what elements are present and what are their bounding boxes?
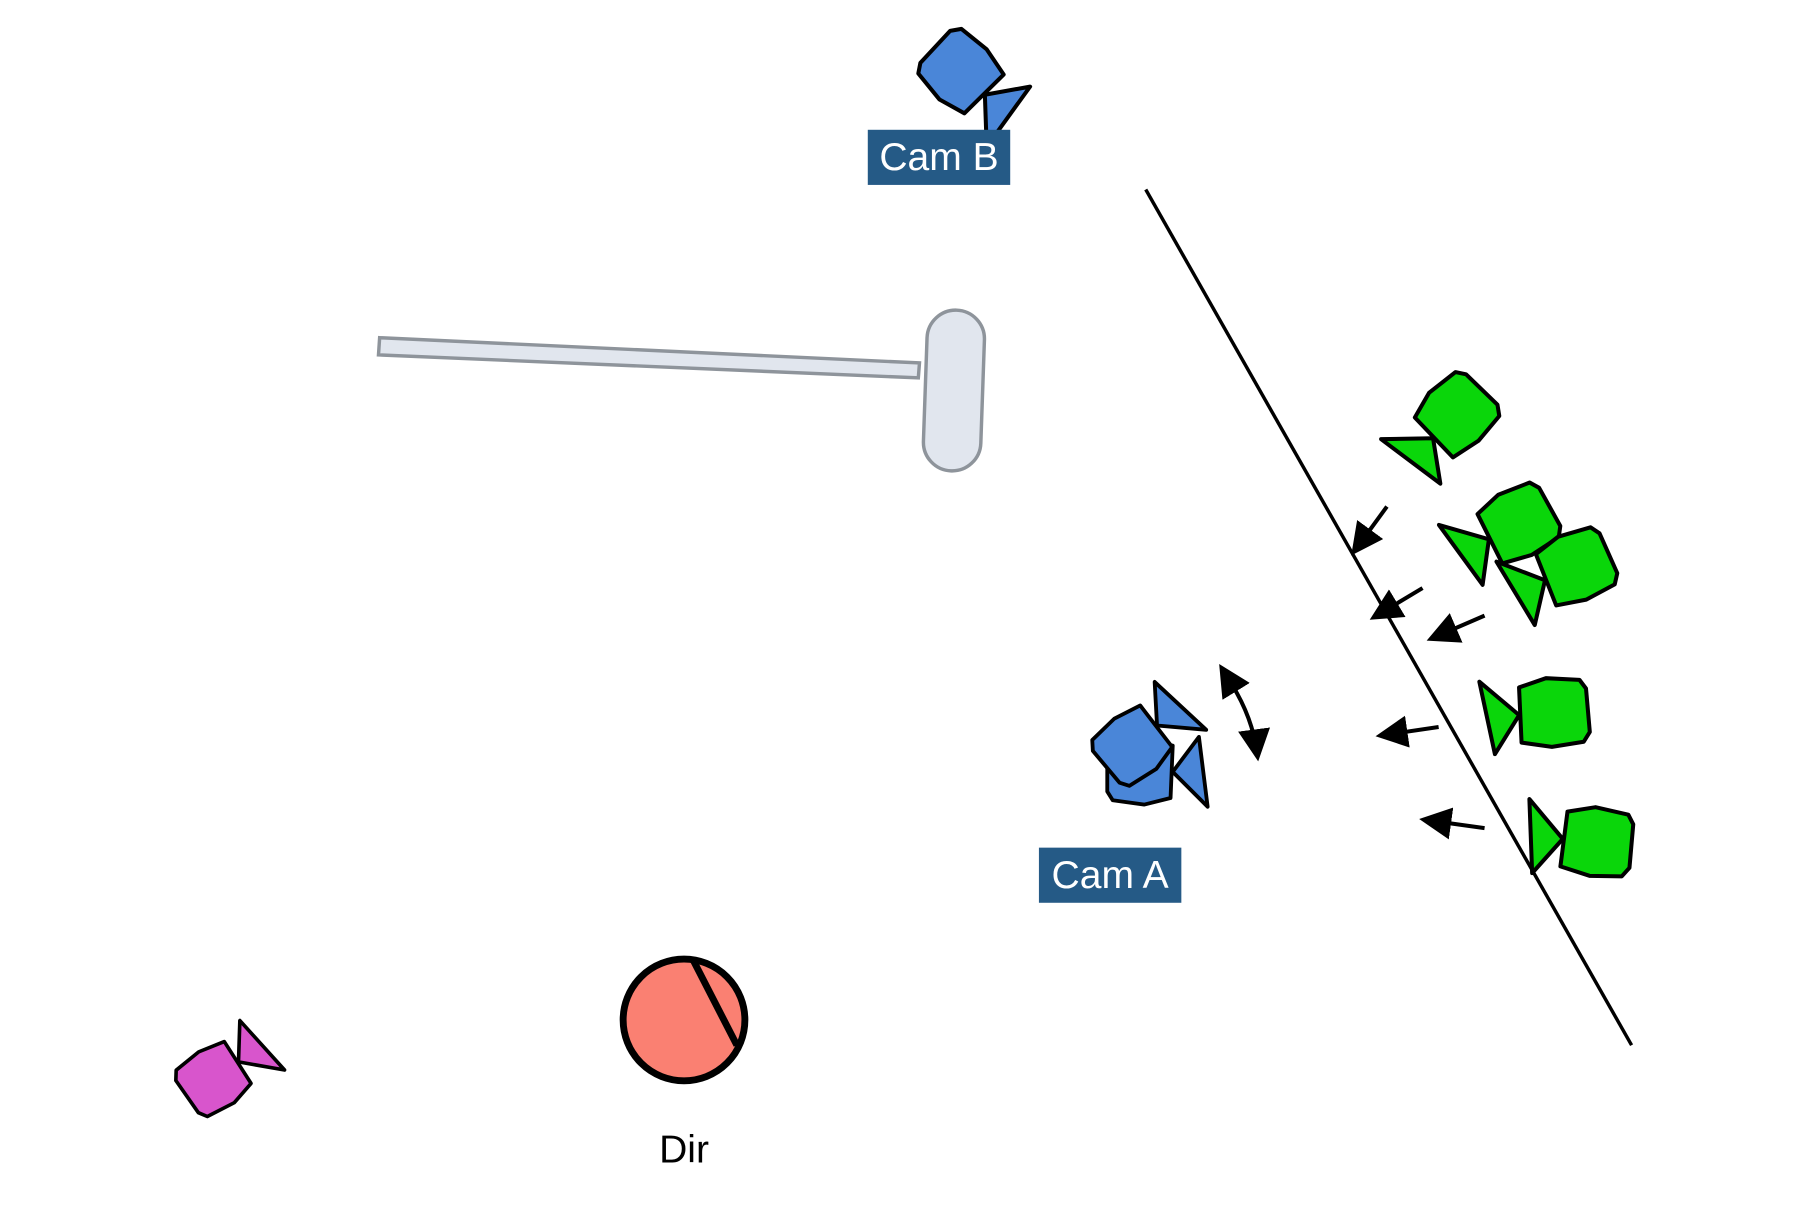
- label-cam-a: Cam A: [1038, 847, 1182, 903]
- movement-arrow: [1419, 807, 1485, 840]
- wall: [376, 335, 922, 380]
- pillar: [921, 308, 987, 473]
- label-text: Cam B: [879, 136, 998, 179]
- movement-arrow: [1369, 586, 1424, 620]
- camera-icon: [1082, 674, 1210, 809]
- extra-icon: [166, 1013, 287, 1127]
- actor-icon: [1479, 672, 1591, 754]
- director-icon: [619, 955, 749, 1085]
- actor-icon: [1381, 363, 1507, 490]
- movement-arrow: [1426, 613, 1486, 643]
- movement-arrow: [1351, 505, 1389, 556]
- movement-arrow: [1375, 715, 1439, 748]
- camera-pan-arrow: [1219, 664, 1271, 762]
- line-of-action: [1144, 188, 1634, 1047]
- label-cam-b: Cam B: [867, 129, 1011, 185]
- camera-icon: [909, 21, 1036, 147]
- label-director: Dir: [659, 1128, 709, 1171]
- actor-icon: [1523, 799, 1635, 881]
- movement-arrows: [1219, 505, 1486, 840]
- label-text: Cam A: [1052, 854, 1169, 897]
